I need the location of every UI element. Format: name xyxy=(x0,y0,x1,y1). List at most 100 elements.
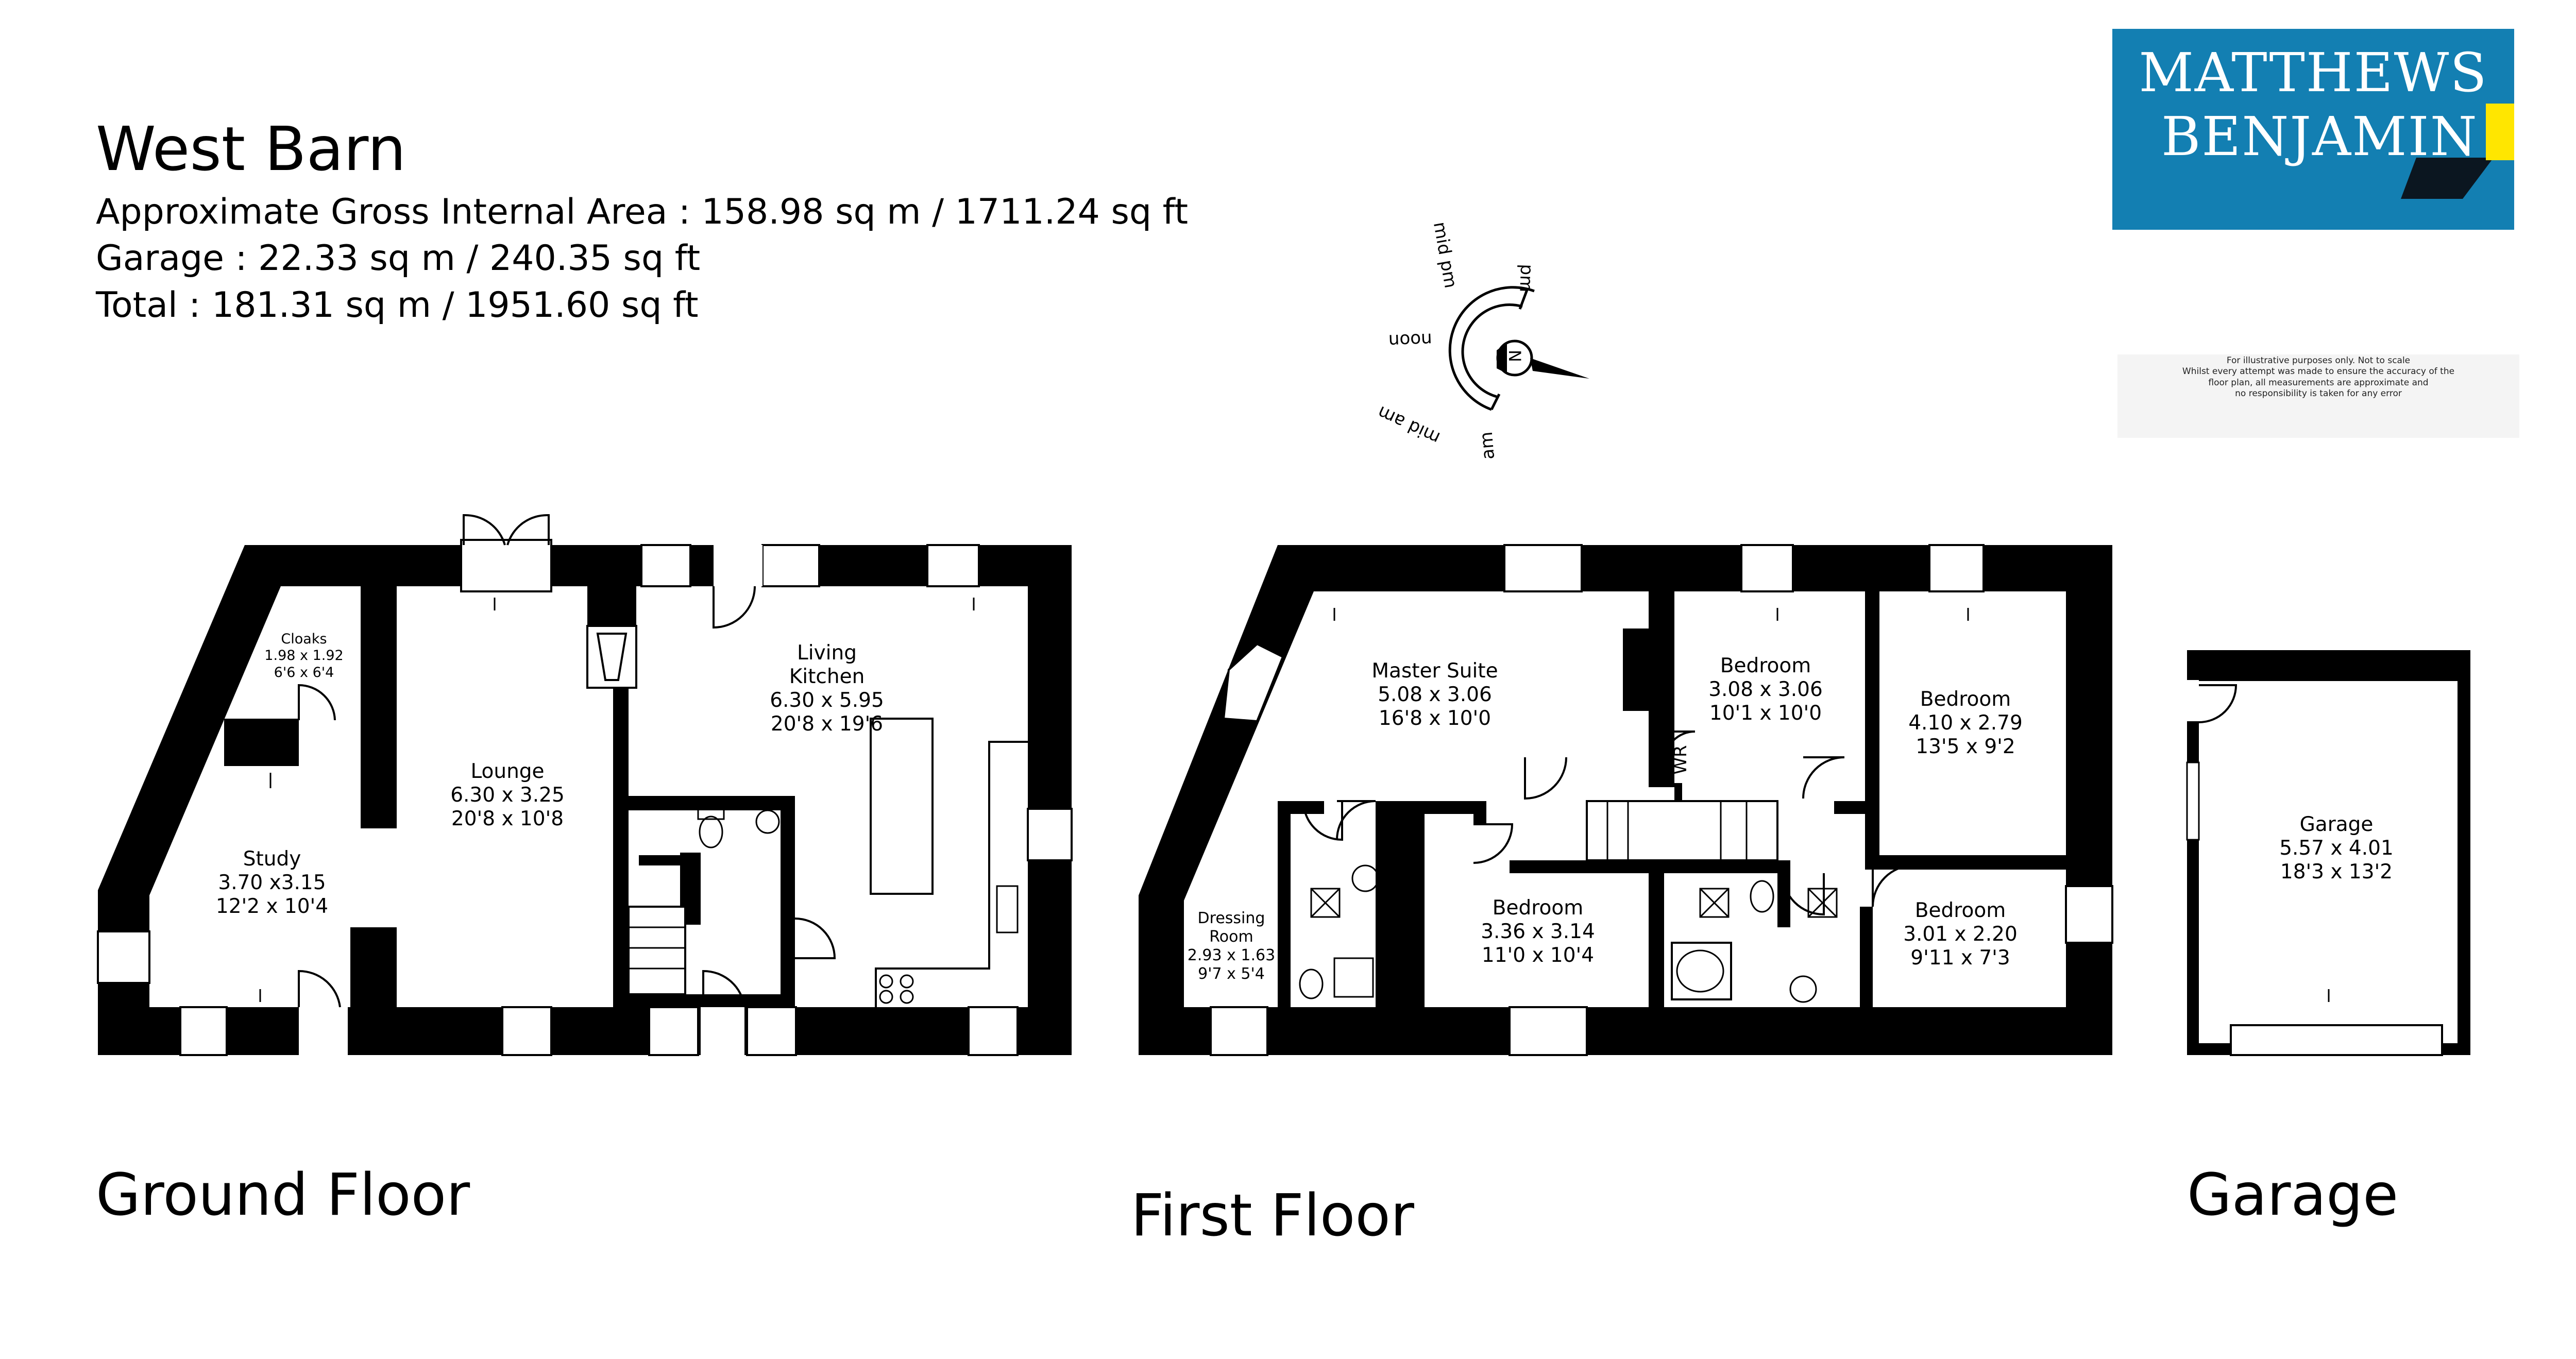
north-arrow-icon xyxy=(1497,343,1507,373)
room-imperial: 11'0 x 10'4 xyxy=(1481,944,1595,967)
compass-north-label: N xyxy=(1504,350,1524,362)
disclaimer: For illustrative purposes only. Not to s… xyxy=(2117,354,2519,438)
room-name: Room xyxy=(1209,928,1253,946)
north-arrow-icon xyxy=(1530,358,1589,379)
first-wall xyxy=(1473,801,1486,824)
first-wall xyxy=(1674,783,1682,804)
ground-door-gap xyxy=(701,1007,744,1055)
disclaimer-line: no responsibility is taken for any error xyxy=(2235,388,2402,399)
basin xyxy=(1789,975,1817,1003)
hob-ring xyxy=(879,990,893,1004)
room-name: Study xyxy=(243,847,301,871)
room-name: Bedroom xyxy=(1914,899,2006,922)
sun-path-tick xyxy=(1518,288,1529,310)
ground-wall xyxy=(350,927,397,1007)
garage-label: Garage xyxy=(2187,1162,2399,1229)
room-imperial: 9'11 x 7'3 xyxy=(1910,946,2010,970)
room-lounge: Lounge 6.30 x 3.25 20'8 x 10'8 xyxy=(450,760,565,831)
room-wr: WR xyxy=(1670,745,1691,774)
basin xyxy=(755,809,780,834)
garage-window xyxy=(2186,761,2200,841)
logo-line-2: BENJAMIN xyxy=(2161,105,2478,168)
first-window xyxy=(1509,1006,1588,1056)
area-garage: Garage : 22.33 sq m / 240.35 sq ft xyxy=(96,238,701,279)
ground-window xyxy=(926,544,980,587)
room-metric: 3.36 x 3.14 xyxy=(1481,920,1595,944)
room-bedroom-c: Bedroom 3.36 x 3.14 11'0 x 10'4 xyxy=(1481,896,1595,967)
room-metric: 1.98 x 1.92 xyxy=(264,648,344,664)
first-door-swing xyxy=(1336,800,1376,840)
first-wall xyxy=(1865,855,2066,870)
room-metric: 3.01 x 2.20 xyxy=(1903,923,2018,946)
first-wall xyxy=(1376,801,1388,1007)
sink xyxy=(996,885,1019,933)
area-internal: Approximate Gross Internal Area : 158.98… xyxy=(96,192,1189,232)
room-garage: Garage 5.57 x 4.01 18'3 x 13'2 xyxy=(2279,813,2394,884)
first-wall xyxy=(1659,591,1674,787)
fireplace xyxy=(596,633,628,681)
room-name: Dressing xyxy=(1197,909,1265,927)
first-wall xyxy=(1425,801,1473,814)
logo-line-1: MATTHEWS xyxy=(2139,41,2488,104)
wc-toilet xyxy=(699,816,723,848)
room-metric: 3.08 x 3.06 xyxy=(1708,678,1823,702)
kitchen-island xyxy=(870,718,934,895)
room-metric: 6.30 x 5.95 xyxy=(770,689,884,712)
first-wall xyxy=(1623,628,1659,711)
logo-mark xyxy=(2401,104,2514,199)
skylight-icon xyxy=(1310,888,1341,918)
room-name: Cloaks xyxy=(281,631,327,647)
garage-door-swing xyxy=(2198,684,2238,723)
ground-wall xyxy=(781,796,795,1007)
ground-window xyxy=(761,544,820,587)
ground-window xyxy=(640,544,691,587)
first-door-swing xyxy=(1872,864,1914,907)
skylight-icon xyxy=(1699,888,1730,918)
ground-wall xyxy=(629,994,783,1007)
first-door-swing xyxy=(1524,757,1567,800)
room-bedroom-b: Bedroom 4.10 x 2.79 13'5 x 9'2 xyxy=(1908,688,2023,759)
room-imperial: 9'7 x 5'4 xyxy=(1198,965,1265,983)
hob-ring xyxy=(879,974,893,989)
ground-door-gap xyxy=(299,1007,348,1055)
room-name: Garage xyxy=(2299,813,2374,836)
ground-floor-label: Ground Floor xyxy=(96,1162,470,1229)
page-title: West Barn xyxy=(96,113,406,184)
ground-window xyxy=(460,539,552,592)
room-metric: 2.93 x 1.63 xyxy=(1187,946,1276,964)
wc-toilet xyxy=(1299,969,1324,999)
staircase xyxy=(628,906,686,995)
garage-door-gap xyxy=(2187,680,2199,721)
first-floor-plan xyxy=(1139,544,2113,1056)
area-total: Total : 181.31 sq m / 1951.60 sq ft xyxy=(96,285,699,326)
ground-door-swing xyxy=(506,514,550,546)
room-study: Study 3.70 x3.15 12'2 x 10'4 xyxy=(216,847,328,919)
ground-floor-plan xyxy=(97,514,1073,1056)
room-metric: 5.08 x 3.06 xyxy=(1378,683,1492,707)
ground-door-swing xyxy=(794,918,836,959)
wc-cistern xyxy=(697,805,725,820)
first-door-swing xyxy=(1663,731,1696,763)
room-metric: 5.57 x 4.01 xyxy=(2279,837,2394,860)
hob-ring xyxy=(900,990,914,1004)
first-wall xyxy=(1865,804,1879,855)
wc-toilet xyxy=(1750,880,1774,913)
ground-door-swing xyxy=(298,970,341,1008)
bath-tub xyxy=(1676,949,1724,993)
disclaimer-line: Whilst every attempt was made to ensure … xyxy=(2182,366,2455,377)
ground-door-swing xyxy=(702,970,745,1008)
first-door-swing xyxy=(1473,823,1514,864)
sun-path-tick xyxy=(1490,393,1501,411)
ground-window xyxy=(179,1006,228,1056)
room-name: Bedroom xyxy=(1920,688,2011,711)
sun-path-arc xyxy=(1461,303,1523,398)
shower-tray xyxy=(1333,957,1374,998)
room-imperial: 18'3 x 13'2 xyxy=(2280,860,2393,884)
first-floor-label: First Floor xyxy=(1131,1182,1414,1249)
first-window xyxy=(1740,544,1794,592)
first-wall xyxy=(1278,801,1291,1007)
room-master-suite: Master Suite 5.08 x 3.06 16'8 x 10'0 xyxy=(1371,659,1498,731)
room-cloaks: Cloaks 1.98 x 1.92 6'6 x 6'4 xyxy=(264,631,343,681)
first-door-swing xyxy=(1802,756,1845,799)
ground-window xyxy=(97,930,150,984)
